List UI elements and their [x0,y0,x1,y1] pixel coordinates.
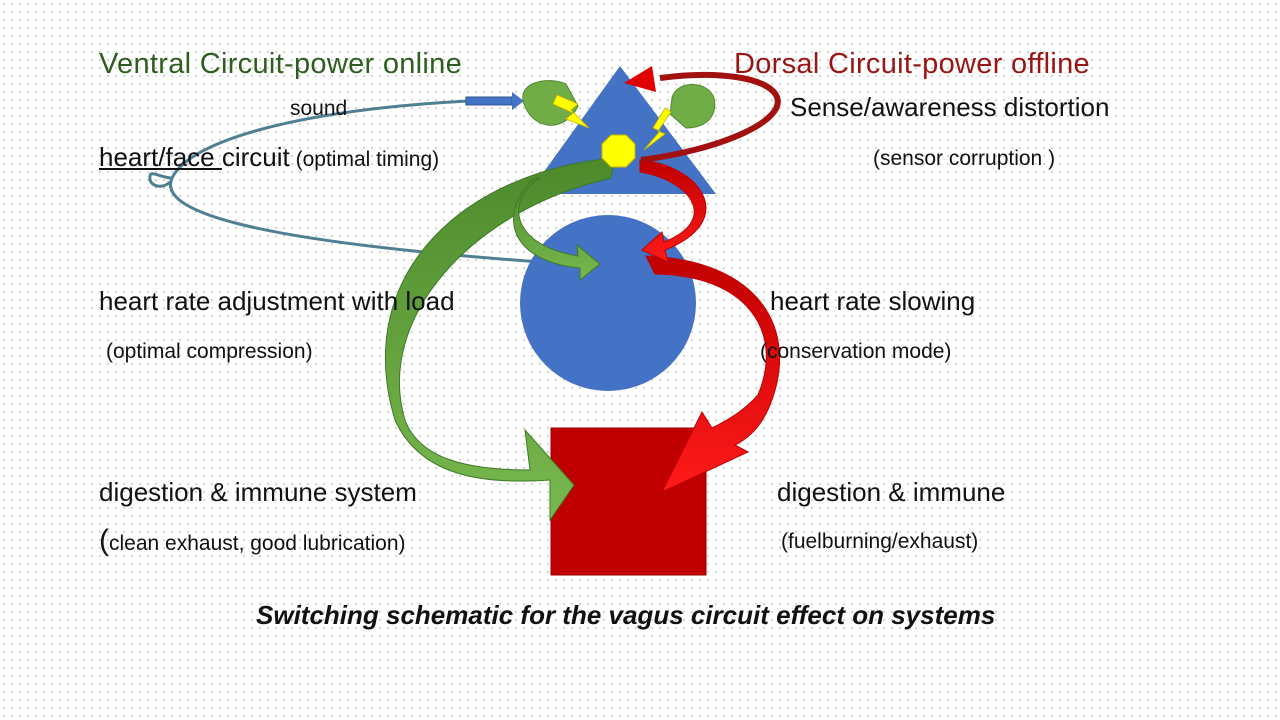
right-spark-icon [643,107,672,151]
dorsal-loop-arrowhead [624,66,656,92]
left-receptor-petal [522,80,579,126]
heart-face-circuit-label: heart/face circuit (optimal timing) [99,144,439,170]
ventral-digestion-detail: (clean exhaust, good lubrication) [99,526,406,556]
right-receptor-petal [669,84,716,129]
circuit-word: circuit [221,142,290,172]
dorsal-title: Dorsal Circuit-power offline [734,48,1090,80]
conservation-mode-label: (conservation mode) [760,340,952,363]
heart-face-loop-line [169,99,541,264]
heart-face-underlined: heart/face [99,142,222,172]
ventral-digestion-label: digestion & immune system [99,477,417,507]
switch-center-octagon [601,134,636,168]
sound-arrow-head [512,92,524,110]
ventral-arrow-to-gut [384,157,616,522]
ventral-title: Ventral Circuit-power online [99,48,463,80]
sound-arrow-shaft [465,96,513,106]
dorsal-loop-arrow [640,71,781,163]
optimal-compression-label: (optimal compression) [106,340,313,363]
sound-label: sound [290,97,348,120]
heart-face-loop-curl [148,172,173,188]
brain-triangle [528,66,716,194]
heart-rate-slowing-label: heart rate slowing [770,286,976,316]
optimal-timing-label: (optimal timing) [289,148,440,171]
fuelburning-exhaust-label: (fuelburning/exhaust) [781,530,979,553]
ventral-arrow-to-heart [513,177,601,282]
dorsal-digestion-label: digestion & immune [777,477,1006,507]
gut-square [550,427,707,576]
sense-distortion-label: Sense/awareness distortion [790,92,1110,122]
diagram-caption: Switching schematic for the vagus circui… [256,600,996,630]
dorsal-arrow-to-gut [645,255,780,494]
left-spark-icon [552,94,590,129]
dorsal-arrow-to-heart [639,159,707,263]
sensor-corruption-label: (sensor corruption ) [873,147,1056,170]
heart-rate-adjustment-label: heart rate adjustment with load [99,286,455,316]
open-paren: ( [99,524,109,557]
clean-exhaust-label: clean exhaust, good lubrication) [109,532,406,555]
